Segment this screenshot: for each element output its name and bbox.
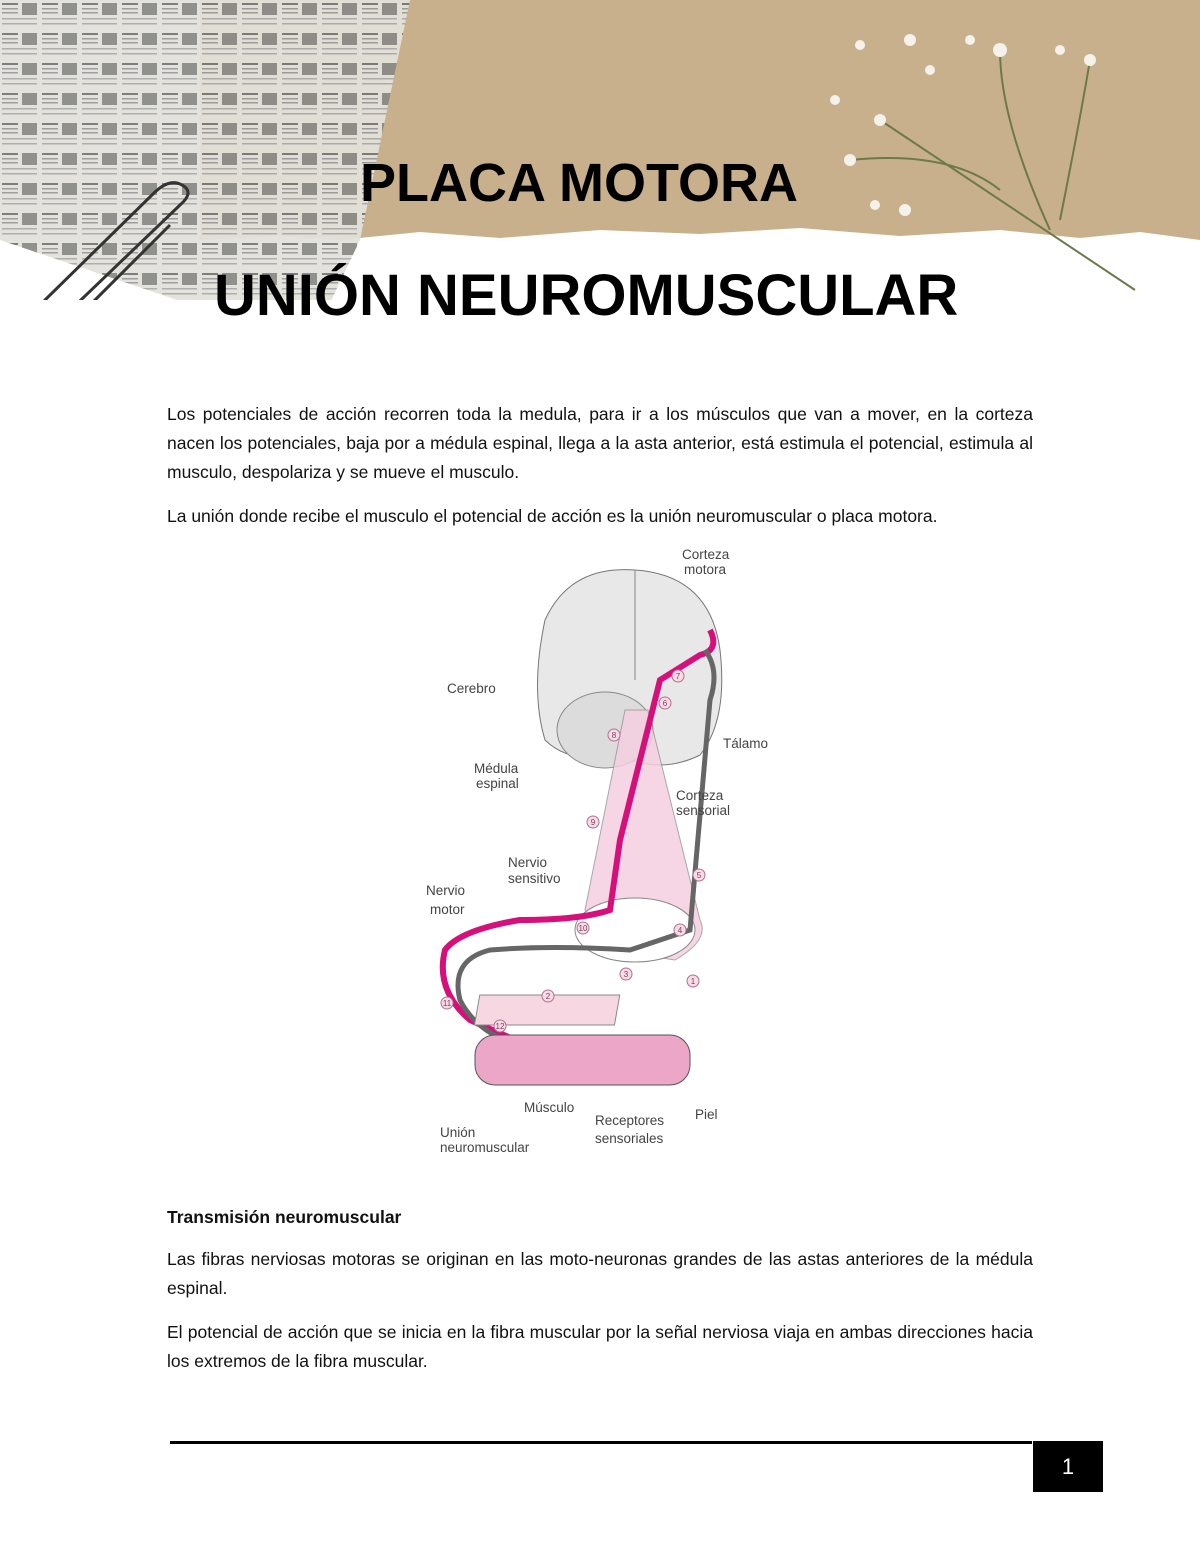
label-nervio-motor-1: Nervio	[426, 883, 465, 898]
label-union-2: neuromuscular	[440, 1140, 530, 1155]
paper-texture	[200, 0, 1200, 240]
label-piel: Piel	[695, 1107, 718, 1122]
paperclip-icon	[43, 181, 190, 300]
step-9: 9	[591, 818, 596, 827]
sensory-pathway	[455, 648, 717, 1058]
step-5: 5	[697, 871, 702, 880]
step-11: 11	[443, 999, 452, 1008]
label-cerebro: Cerebro	[447, 681, 496, 696]
page-number: 1	[1033, 1441, 1103, 1492]
intro-section: Los potenciales de acción recorren toda …	[167, 400, 1033, 546]
decorative-header-banner	[0, 0, 1200, 300]
label-nervio-motor-2: motor	[430, 902, 465, 917]
step-3: 3	[624, 970, 629, 979]
title-placa-motora: PLACA MOTORA	[360, 153, 798, 213]
step-4: 4	[678, 926, 683, 935]
step-12: 12	[496, 1022, 505, 1031]
title-union-neuromuscular: UNIÓN NEUROMUSCULAR	[214, 263, 959, 328]
newspaper-collage	[0, 0, 410, 300]
motor-pathway	[439, 628, 717, 1043]
label-union-1: Unión	[440, 1125, 475, 1140]
label-receptores-1: Receptores	[595, 1113, 664, 1128]
label-talamo: Tálamo	[723, 736, 768, 751]
intro-paragraph: Los potenciales de acción recorren toda …	[167, 404, 1033, 482]
step-2: 2	[546, 992, 551, 1001]
neuromuscular-pathway-diagram: Corteza motora Cerebro Tálamo Médula esp…	[426, 547, 768, 1155]
flowers-icon	[830, 34, 1096, 216]
flower-sprig-icon	[849, 49, 1136, 291]
intro-paragraph: La unión donde recibe el musculo el pote…	[167, 506, 938, 526]
transmission-section: Transmisión neuromuscular Las fibras ner…	[167, 1203, 1033, 1391]
label-corteza-motora-2: motora	[684, 562, 727, 577]
section-paragraph: Las fibras nerviosas motoras se originan…	[167, 1249, 1033, 1298]
label-corteza-motora-1: Corteza	[682, 547, 730, 562]
footer-divider	[170, 1441, 1032, 1444]
step-8: 8	[612, 731, 617, 740]
section-paragraph: El potencial de acción que se inicia en …	[167, 1322, 1033, 1371]
step-markers: 1 2 3 4 5 6 7 8 9 10 11 12	[440, 669, 706, 1033]
label-nervio-sensitivo-2: sensitivo	[508, 871, 561, 886]
step-7: 7	[676, 672, 681, 681]
label-musculo: Músculo	[524, 1100, 574, 1115]
label-receptores-2: sensoriales	[595, 1131, 664, 1146]
label-corteza-sensorial-1: Corteza	[676, 788, 724, 803]
section-heading: Transmisión neuromuscular	[167, 1207, 402, 1227]
step-1: 1	[691, 977, 696, 986]
label-medula-1: Médula	[474, 761, 519, 776]
muscle-cylinder	[474, 1034, 691, 1086]
label-medula-2: espinal	[476, 776, 519, 791]
step-10: 10	[579, 924, 588, 933]
step-6: 6	[663, 699, 668, 708]
label-nervio-sensitivo-1: Nervio	[508, 855, 547, 870]
label-corteza-sensorial-2: sensorial	[676, 803, 730, 818]
